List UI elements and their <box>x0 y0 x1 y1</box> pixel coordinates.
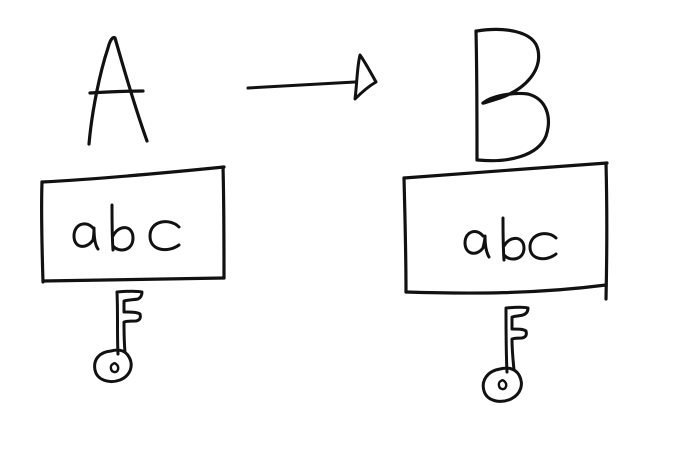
arrow-right-icon <box>246 53 378 101</box>
party-a-label: A <box>116 128 118 131</box>
party-a-message-box <box>39 165 226 284</box>
key-icon <box>93 289 144 384</box>
party-a-message: abc <box>126 239 130 241</box>
party-b: B abc <box>402 27 609 403</box>
party-a-letter <box>87 35 149 146</box>
party-b-label: B <box>510 129 512 131</box>
party-a: A abc <box>39 35 226 384</box>
party-b-message-text <box>463 216 558 262</box>
party-b-message: abc <box>510 249 514 251</box>
party-b-message-box <box>402 161 609 301</box>
party-a-message-text <box>72 203 181 252</box>
key-icon <box>481 305 530 403</box>
party-b-letter <box>474 27 550 163</box>
